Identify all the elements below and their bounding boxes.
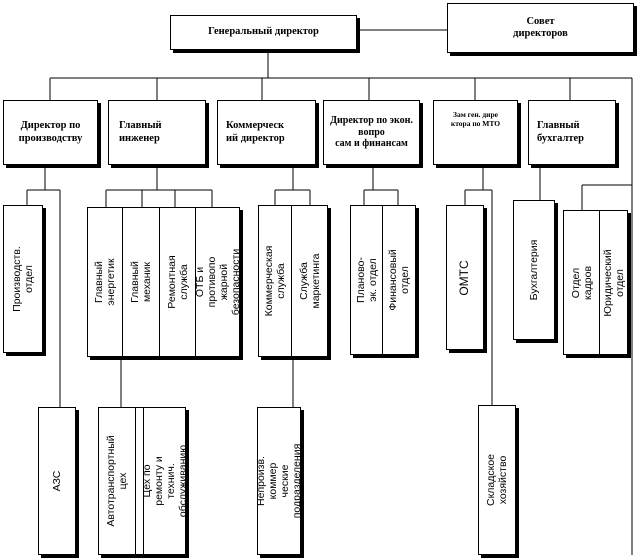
chief-accountant-label: Главный бухгалтер (537, 120, 585, 144)
hr-dept-box: Отдел кадров (563, 210, 600, 355)
commercial-director-box: Коммерческ ий директор (217, 100, 316, 165)
commercial-service-box: Коммерческая служба (258, 205, 292, 357)
otb-box: ОТБ и противопо жарной безопасности (193, 207, 242, 357)
general-director-label: Генеральный директор (208, 26, 319, 38)
hr-dept-label: Отдел кадров (569, 265, 594, 300)
repair-shop-box: Цех по ремонту и технич. обслуживанию (140, 407, 189, 555)
omts-box: ОМТС (446, 205, 484, 350)
chief-mechanic-box: Главный механик (122, 207, 160, 357)
marketing-service-box: Служба маркетинга (291, 205, 328, 357)
legal-dept-box: Юридический отдел (599, 210, 628, 355)
legal-dept-label: Юридический отдел (601, 248, 626, 317)
planning-dept-label: Планово-эк. отдел (354, 257, 379, 303)
finance-dept-label: Финансовый отдел (386, 249, 411, 311)
economics-director-box: Директор по экон. вопро сам и финансам (323, 100, 420, 165)
commercial-service-label: Коммерческая служба (262, 245, 287, 317)
deputy-mto-label: Зам ген. дире ктора по МТО (450, 110, 501, 128)
production-director-label: Директор по производству (18, 120, 83, 144)
accounting-box: Бухгалтерия (513, 200, 555, 340)
chief-engineer-box: Главный инженер (108, 100, 206, 165)
chief-energetic-label: Главный энергетик (92, 258, 117, 306)
board-of-directors-label: Совет директоров (513, 15, 568, 39)
chief-energetic-box: Главный энергетик (87, 207, 123, 357)
azs-label: АЗС (50, 470, 63, 492)
marketing-service-label: Служба маркетинга (297, 253, 322, 309)
finance-dept-box: Финансовый отдел (382, 205, 416, 355)
repair-service-label: Ремонтная служба (165, 255, 190, 309)
azs-box: АЗС (38, 407, 76, 555)
commercial-director-label: Коммерческ ий директор (226, 120, 285, 144)
general-director-box: Генеральный директор (170, 15, 357, 50)
repair-shop-label: Цех по ремонту и технич. обслуживанию (140, 444, 189, 518)
omts-label: ОМТС (457, 259, 472, 296)
economics-director-label: Директор по экон. вопро сам и финансам (330, 115, 413, 150)
accounting-label: Бухгалтерия (527, 239, 540, 301)
planning-dept-box: Планово-эк. отдел (350, 205, 383, 355)
nonprod-label: Непроизв. коммер ческие подразделения (254, 443, 304, 519)
board-of-directors-box: Совет директоров (447, 3, 634, 53)
production-director-box: Директор по производству (3, 100, 98, 165)
warehouse-box: Складское хозяйство (478, 405, 516, 555)
otb-label: ОТБ и противопо жарной безопасности (193, 248, 242, 316)
nonprod-box: Непроизв. коммер ческие подразделения (254, 407, 304, 555)
warehouse-label: Складское хозяйство (484, 453, 509, 507)
chief-accountant-box: Главный бухгалтер (528, 100, 616, 165)
deputy-mto-box: Зам ген. дире ктора по МТО (433, 100, 518, 165)
transport-shop-box: Автотранспортный цех (98, 407, 136, 555)
chief-engineer-label: Главный инженер (119, 120, 162, 144)
production-dept-label: Производств. отдел (10, 246, 35, 312)
transport-shop-label: Автотранспортный цех (104, 435, 129, 527)
repair-service-box: Ремонтная служба (159, 207, 196, 357)
production-dept-box: Производств. отдел (3, 205, 43, 353)
chief-mechanic-label: Главный механик (128, 261, 153, 303)
